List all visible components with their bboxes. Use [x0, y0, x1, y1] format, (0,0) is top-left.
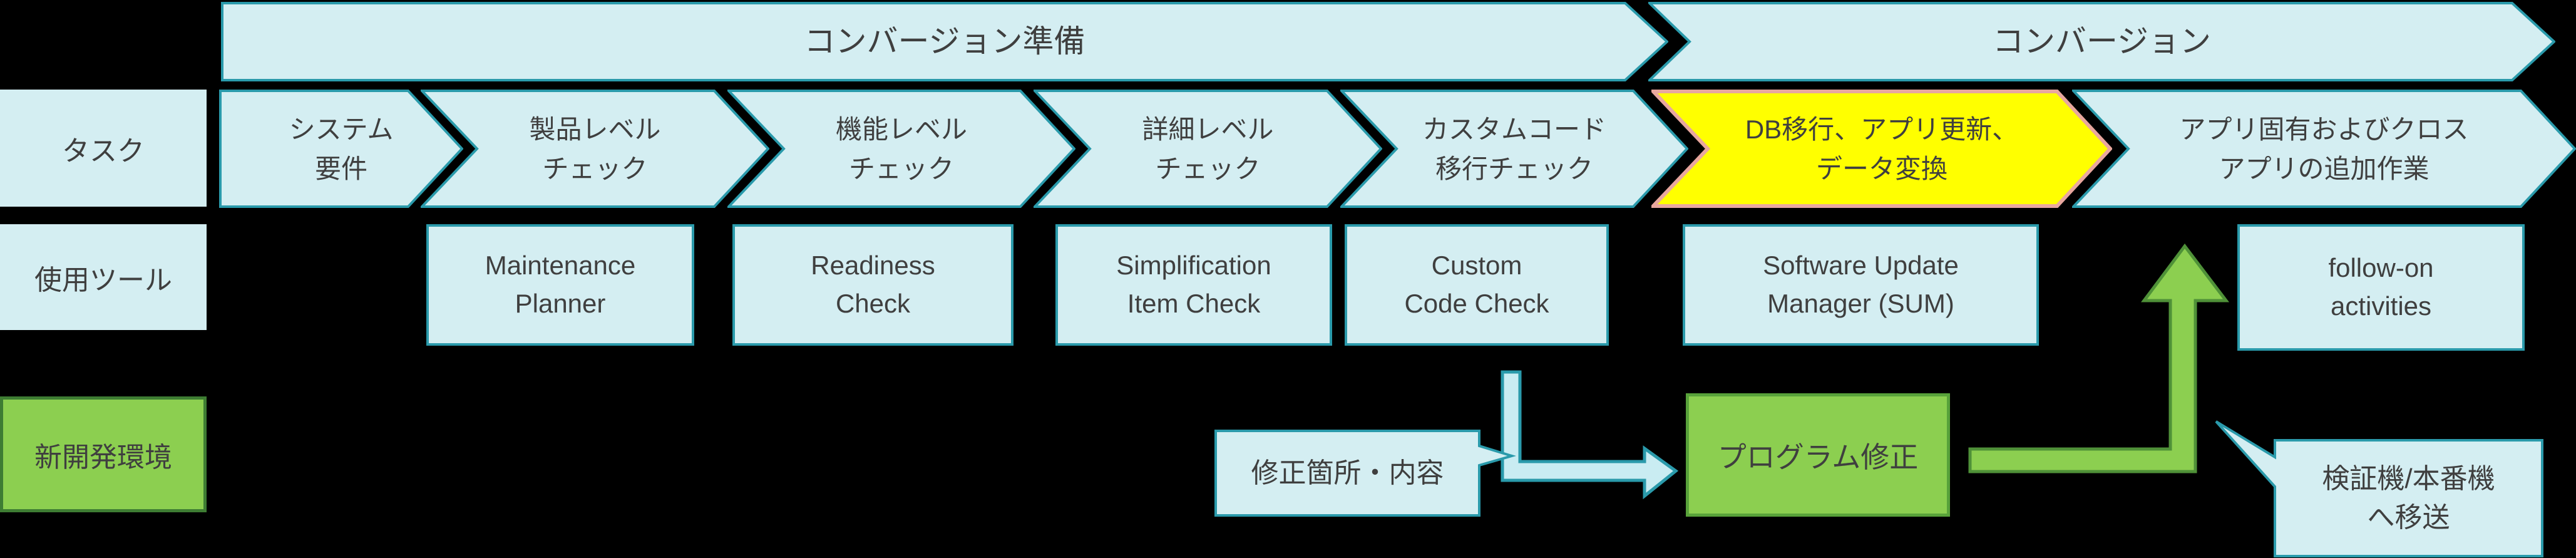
- phase-banner-conversion: コンバージョン: [1648, 2, 2555, 81]
- task-label: 機能レベル チェック: [835, 114, 967, 183]
- chevron-shape: [727, 90, 1075, 208]
- banner-arrow-shape: [1648, 2, 2555, 81]
- tool-box-readiness-check: Readiness Check: [732, 224, 1013, 346]
- transfer-callout: [2209, 415, 2547, 558]
- chevron-shape: [1340, 90, 1688, 208]
- flow-arrow-down-right-icon: [1497, 367, 1685, 501]
- callout-right-tail-shape: [1214, 430, 1517, 517]
- task-chevron-app-specific-work: アプリ固有およびクロス アプリの追加作業: [2072, 90, 2576, 208]
- chevron-shape-highlighted: [1651, 90, 2112, 208]
- banner-arrow-shape: [221, 2, 1668, 81]
- tool-box-custom-code-check: Custom Code Check: [1345, 224, 1609, 346]
- tool-box-simplification-item-check: Simplification Item Check: [1055, 224, 1332, 346]
- transfer-callout-label: 検証機/本番機 へ移送: [2322, 463, 2495, 533]
- row-label-dev-env: 新開発環境: [0, 396, 207, 512]
- task-label: DB移行、アプリ更新、 データ変換: [1745, 114, 2019, 183]
- phase-banner-conversion-prep: コンバージョン準備: [221, 2, 1668, 81]
- phase-label: コンバージョン準備: [804, 24, 1085, 59]
- chevron-shape: [2072, 90, 2576, 208]
- task-label: 製品レベル チェック: [529, 114, 661, 183]
- task-chevron-product-level-check: 製品レベル チェック: [421, 90, 769, 208]
- phase-label: コンバージョン: [1993, 24, 2211, 59]
- task-chevron-detail-level-check: 詳細レベル チェック: [1034, 90, 1382, 208]
- tool-box-maintenance-planner: Maintenance Planner: [426, 224, 694, 346]
- note-callout-fix-details-label: 修正箇所・内容: [1251, 457, 1444, 488]
- flow-arrow-up-right-icon: [1963, 241, 2232, 476]
- chevron-shape: [1034, 90, 1382, 208]
- task-label: カスタムコード 移行チェック: [1422, 114, 1606, 183]
- row-label-tools: 使用ツール: [0, 224, 207, 330]
- row-label-tasks: タスク: [0, 90, 207, 207]
- tool-box-software-update-manager: Software Update Manager (SUM): [1683, 224, 2039, 346]
- task-label: アプリ固有およびクロス アプリの追加作業: [2179, 114, 2469, 183]
- tool-box-follow-on-activities: follow-on activities: [2237, 224, 2525, 351]
- task-label: 詳細レベル チェック: [1142, 114, 1274, 183]
- task-chevron-system-requirements: システム 要件: [219, 90, 463, 208]
- task-label: システム 要件: [289, 114, 394, 183]
- program-fix-box: プログラム修正: [1686, 393, 1950, 517]
- task-chevron-custom-code-migration-check: カスタムコード 移行チェック: [1340, 90, 1688, 208]
- task-chevron-db-migration-highlighted: DB移行、アプリ更新、 データ変換: [1651, 90, 2112, 208]
- chevron-shape: [421, 90, 769, 208]
- task-chevron-function-level-check: 機能レベル チェック: [727, 90, 1075, 208]
- note-callout-fix-details: [1211, 428, 1524, 519]
- callout-up-left-tail-shape: [2215, 420, 2543, 557]
- chevron-shape: [219, 90, 463, 208]
